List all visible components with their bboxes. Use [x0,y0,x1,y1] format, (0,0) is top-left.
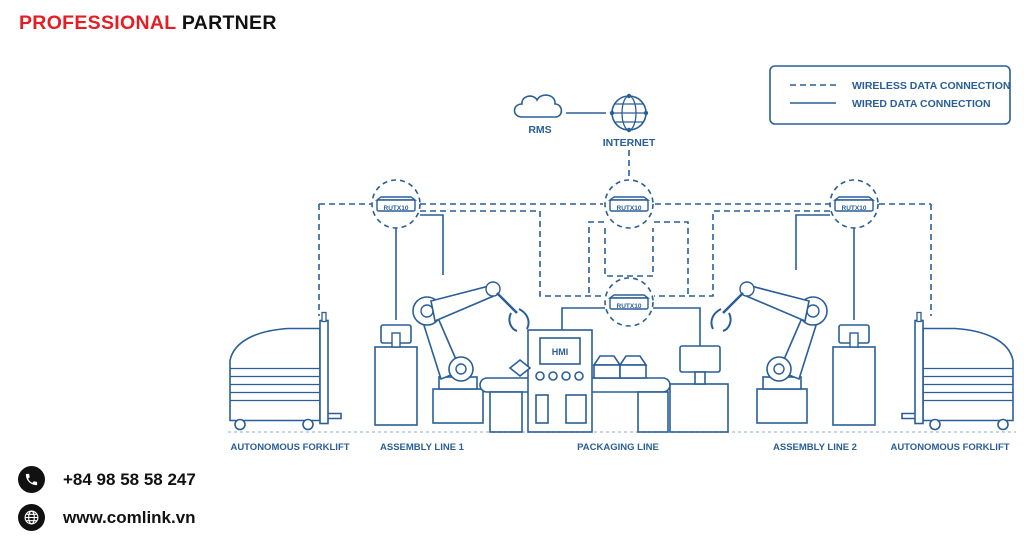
assembly-station-2-icon [832,324,876,426]
station-label-packaging: PACKAGING LINE [577,442,659,453]
wired-links [395,214,855,346]
packaging-line-icon [479,329,729,433]
router-label-2: RUTX10 [617,205,642,212]
website-contact[interactable]: www.comlink.vn [18,504,196,531]
forklift-right-icon [901,311,1014,431]
phone-number: +84 98 58 58 247 [63,469,196,489]
hmi-label: HMI [552,347,569,357]
forklift-left-icon [229,311,342,431]
router-node-2: RUTX10 [604,179,654,229]
internet-label: INTERNET [603,137,656,149]
station-label-forklift-right: AUTONOMOUS FORKLIFT [890,442,1009,453]
rms-label: RMS [528,124,551,136]
cloud-icon [513,94,563,118]
station-label-forklift-left: AUTONOMOUS FORKLIFT [230,442,349,453]
phone-contact[interactable]: +84 98 58 58 247 [18,466,196,493]
router-node-3: RUTX10 [829,179,879,229]
legend-box [769,65,1011,125]
globe-web-icon [18,504,45,531]
station-label-assembly-2: ASSEMBLY LINE 2 [773,442,857,453]
router-node-4: RUTX10 [604,277,654,327]
wireless-links [318,150,932,316]
router-node-1: RUTX10 [371,179,421,229]
website-url: www.comlink.vn [63,507,196,527]
brand-rest: PARTNER [181,12,277,34]
legend-wireless-label: WIRELESS DATA CONNECTION [852,80,1010,92]
router-label-3: RUTX10 [842,205,867,212]
station-label-assembly-1: ASSEMBLY LINE 1 [380,442,465,453]
brand-highlight: PROFESSIONAL [19,12,177,34]
assembly-station-1-icon [374,324,418,426]
brand-title: PROFESSIONAL PARTNER [19,12,277,35]
globe-icon [609,93,649,133]
phone-icon [18,466,45,493]
router-label-1: RUTX10 [384,205,409,212]
legend-wired-label: WIRED DATA CONNECTION [852,98,991,110]
router-label-4: RUTX10 [617,303,642,310]
